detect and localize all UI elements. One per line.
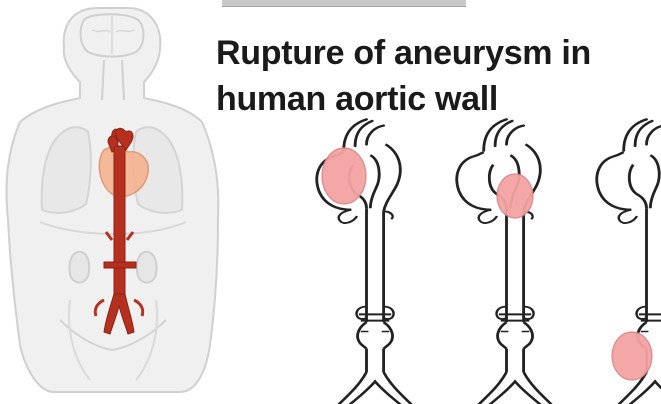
left-kidney	[70, 252, 90, 283]
aneurysm-thoracic	[497, 174, 533, 218]
aneurysm-abdominal	[612, 332, 652, 380]
body-silhouette	[7, 8, 219, 392]
human-body-figure	[7, 8, 219, 392]
right-kidney	[137, 252, 157, 283]
aneurysm-ascending	[322, 148, 366, 204]
aorta-diagram-thoracic	[457, 119, 552, 404]
